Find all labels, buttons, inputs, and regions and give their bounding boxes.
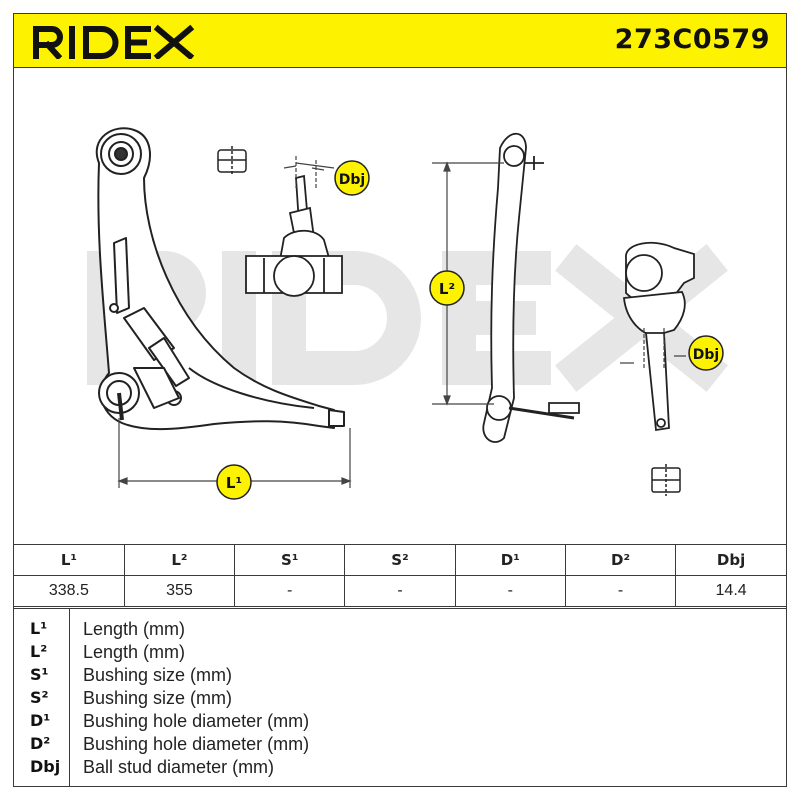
legend-symbol: D² <box>30 734 51 753</box>
legend-symbol: S¹ <box>30 665 49 684</box>
spec-header-s1: S¹ <box>234 544 346 576</box>
legend-row: L² Length (mm) <box>14 642 786 664</box>
specification-table: L¹ L² S¹ S² D¹ D² Dbj 338.5 355 - - - - … <box>14 544 786 607</box>
dbj-callout-2-label: Dbj <box>693 347 719 363</box>
dimension-dbj-2 <box>620 328 686 368</box>
technical-drawing: L¹ Dbj <box>14 68 786 544</box>
datasheet-frame: 273C0579 <box>13 13 787 787</box>
spec-header-d2: D² <box>564 544 677 576</box>
ridex-logo <box>30 23 200 64</box>
spec-value-d2: - <box>564 575 677 607</box>
dimension-dbj-1 <box>283 156 335 188</box>
dbj-callout-2 <box>688 335 724 371</box>
nut-icon-bottom <box>651 464 681 496</box>
spec-value-dbj: 14.4 <box>675 575 786 607</box>
legend-description: Length (mm) <box>83 619 186 639</box>
spec-value-d1: - <box>454 575 566 607</box>
legend-divider <box>69 609 70 787</box>
ridex-logo-mark <box>33 24 195 61</box>
legend-row: L¹ Length (mm) <box>14 619 786 641</box>
spec-value-s1: - <box>234 575 346 607</box>
spec-value-l1: 338.5 <box>14 575 125 607</box>
spec-header-row: L¹ L² S¹ S² D¹ D² Dbj <box>14 544 786 576</box>
spec-header-dbj: Dbj <box>675 544 786 576</box>
control-arm-drawing <box>95 127 345 431</box>
legend-description: Bushing hole diameter (mm) <box>83 711 310 731</box>
legend-description: Bushing size (mm) <box>83 688 233 708</box>
legend-row: S¹ Bushing size (mm) <box>14 665 786 687</box>
legend-row: D¹ Bushing hole diameter (mm) <box>14 711 786 733</box>
l2-callout-label: L² <box>439 280 455 298</box>
legend-symbol: D¹ <box>30 711 51 730</box>
spec-header-l2: L² <box>123 544 236 576</box>
spec-header-s2: S² <box>344 544 456 576</box>
spec-value-s2: - <box>344 575 456 607</box>
legend-description: Bushing size (mm) <box>83 665 233 685</box>
ball-joint-detail <box>245 174 343 297</box>
legend-description: Ball stud diameter (mm) <box>83 757 275 777</box>
legend-description: Length (mm) <box>83 642 186 662</box>
spec-header-l1: L¹ <box>14 544 125 576</box>
dbj-callout-1-label: Dbj <box>339 172 365 188</box>
legend-row: Dbj Ball stud diameter (mm) <box>14 757 786 779</box>
header-bar: 273C0579 <box>14 14 786 68</box>
dbj-callout-1 <box>334 160 370 196</box>
part-number: 273C0579 <box>614 24 770 55</box>
legend-description: Bushing hole diameter (mm) <box>83 734 310 754</box>
legend-symbol: L¹ <box>30 619 48 638</box>
legend-symbol: Dbj <box>30 757 61 776</box>
control-arm-side-view <box>482 132 580 443</box>
ball-stud-detail <box>623 241 695 432</box>
legend-row: D² Bushing hole diameter (mm) <box>14 734 786 756</box>
l2-callout <box>429 270 465 306</box>
bushing-icon-top <box>217 146 247 176</box>
spec-value-l2: 355 <box>123 575 236 607</box>
legend-row: S² Bushing size (mm) <box>14 688 786 710</box>
l1-callout <box>216 464 252 500</box>
spec-value-row: 338.5 355 - - - - 14.4 <box>14 575 786 607</box>
legend-symbol: L² <box>30 642 48 661</box>
legend-symbol: S² <box>30 688 49 707</box>
spec-header-d1: D¹ <box>454 544 566 576</box>
l1-callout-label: L¹ <box>226 474 242 492</box>
legend: L¹ Length (mm) L² Length (mm) S¹ Bushing… <box>14 608 786 787</box>
